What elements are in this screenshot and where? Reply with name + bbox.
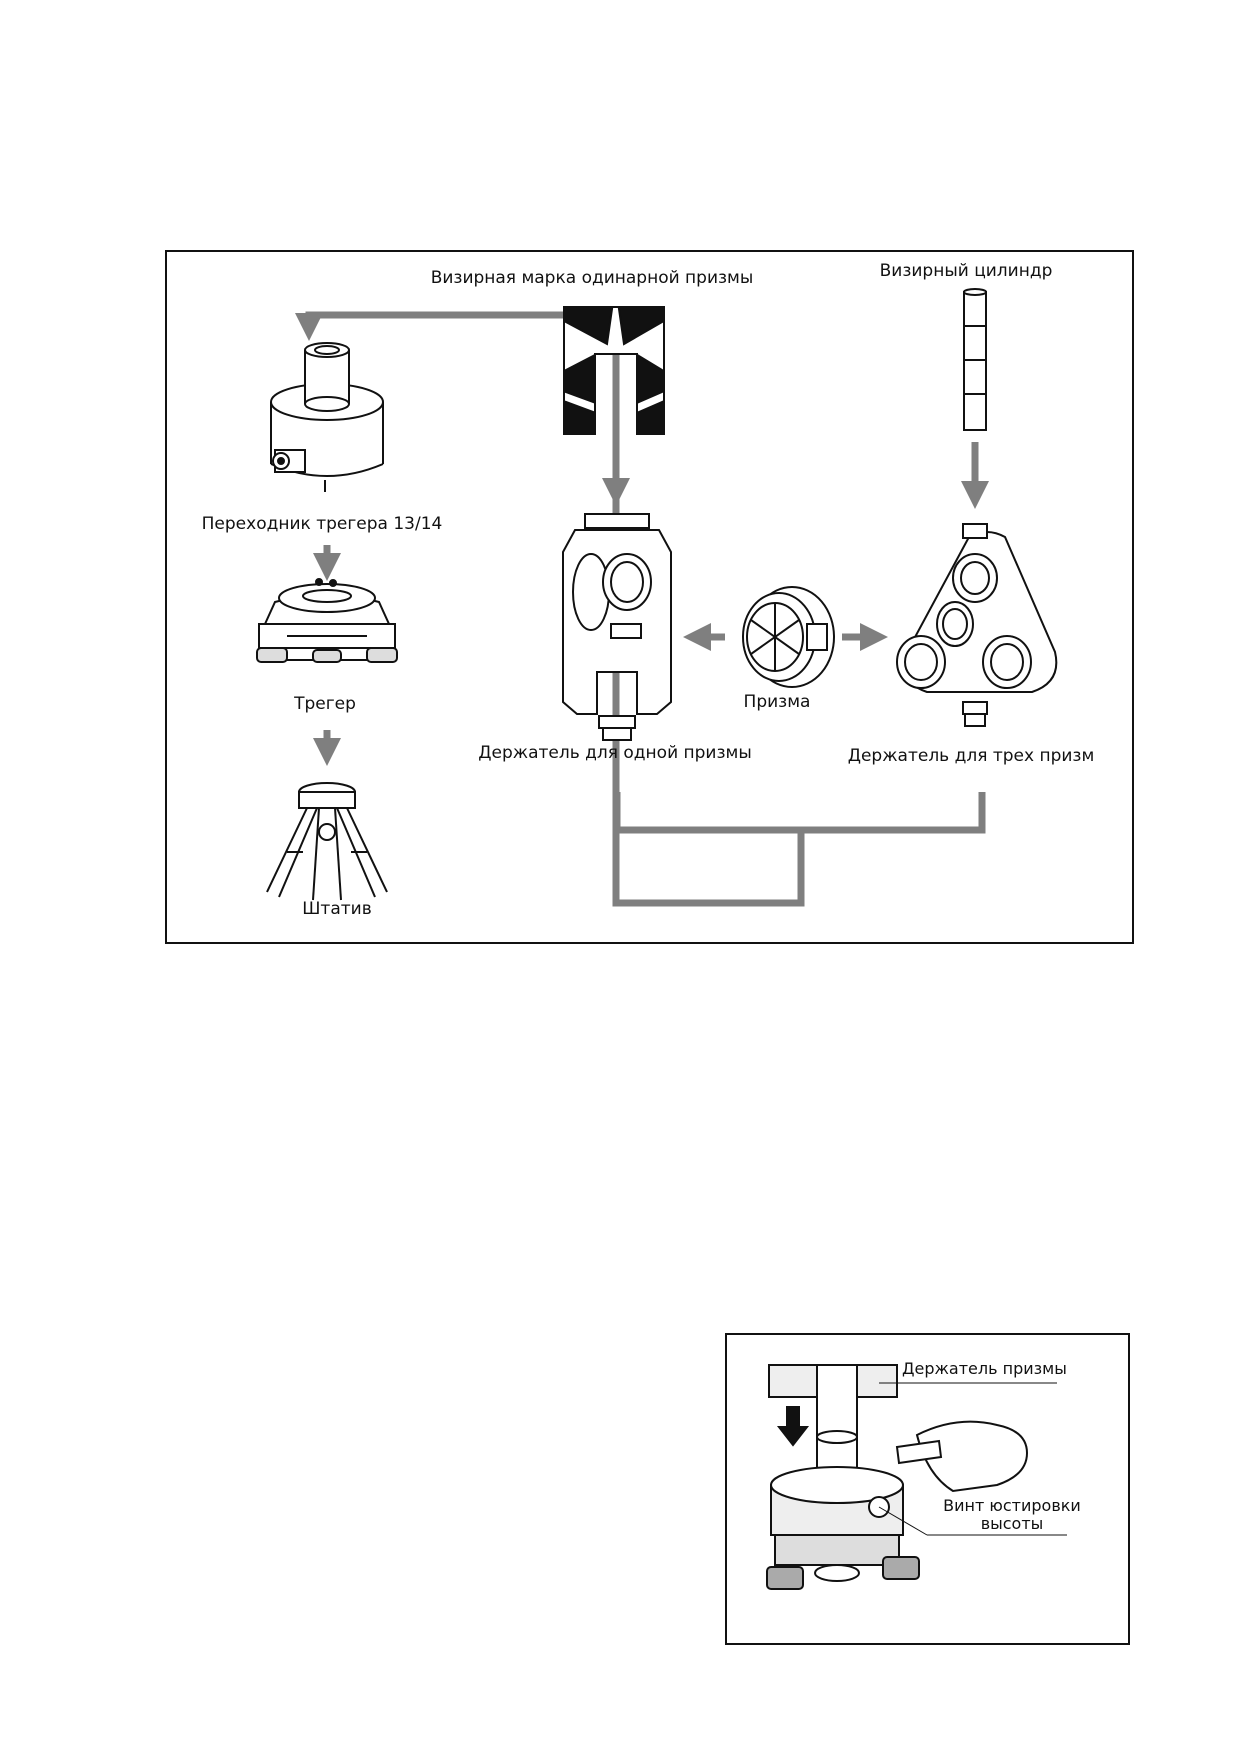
label-height-adjust-screw-line2: высоты [980,1514,1044,1533]
label-prism: Призма [743,692,811,712]
label-triple-prism-holder: Держатель для трех призм [847,746,1095,766]
target-cylinder-image [963,288,987,431]
label-tribrach-adapter: Переходник трегера 13/14 [201,514,443,534]
tribrach-image [256,578,398,663]
prism-image [742,586,835,688]
tribrach-adapter-image [270,342,384,492]
single-prism-target-image [563,306,665,435]
label-height-adjust-screw: Винт юстировки высоты [927,1497,1097,1533]
label-single-prism-holder: Держатель для одной призмы [478,743,752,763]
triple-prism-holder-image [896,523,1058,727]
diagram-canvas [256,288,1058,907]
accessory-diagram: Переходник трегера 13/14 Трегер Штатив В… [165,250,1134,944]
label-tribrach: Трегер [294,694,356,714]
label-tripod: Штатив [302,899,372,919]
label-single-prism-target: Визирная марка одинарной призмы [430,268,754,288]
label-height-adjust-screw-line1: Винт юстировки [943,1496,1081,1515]
prism-holder-photo: Держатель призмы Винт юстировки высоты [725,1333,1130,1645]
tripod-image [266,782,388,901]
single-prism-holder-image [562,513,672,741]
label-target-cylinder: Визирный цилиндр [879,261,1053,281]
label-prism-holder: Держатель призмы [902,1359,1067,1378]
photo-canvas [766,1364,1067,1590]
